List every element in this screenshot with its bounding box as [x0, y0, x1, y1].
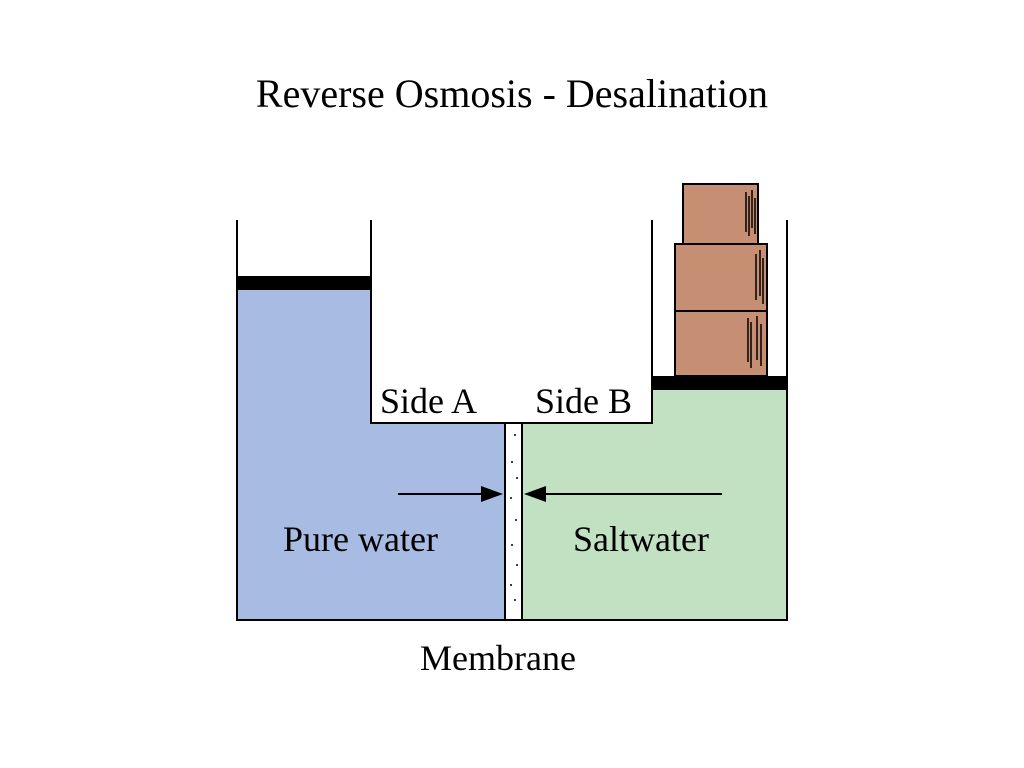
arrow-left-icon: [524, 486, 722, 502]
saltwater-region: [522, 388, 787, 620]
pure-water-region: [237, 288, 505, 620]
side-b-label: Side B: [535, 381, 632, 421]
arrow-right-icon: [398, 486, 503, 502]
pure-water-label: Pure water: [283, 519, 438, 559]
container-outline: [236, 220, 788, 621]
membrane: [504, 422, 523, 621]
weight-block-icon: [674, 310, 768, 377]
weight-stack: [674, 183, 768, 377]
side-a-label: Side A: [380, 381, 477, 421]
membrane-label: Membrane: [420, 638, 576, 678]
piston-side-b: [652, 376, 787, 390]
piston-side-a: [237, 276, 371, 290]
saltwater-label: Saltwater: [573, 519, 709, 559]
membrane-pores: [510, 434, 518, 601]
weight-block-icon: [674, 243, 768, 312]
slide-title: Reverse Osmosis - Desalination: [255, 71, 769, 116]
